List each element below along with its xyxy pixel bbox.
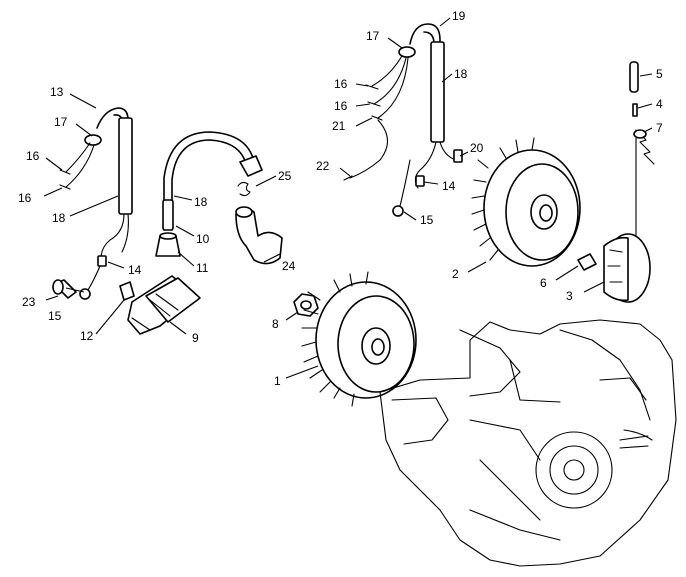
callout-11: 11 — [196, 261, 209, 275]
spark-plug-lead-18 — [155, 131, 263, 257]
spark-plug-boot-24 — [235, 181, 283, 265]
callout-16-left-upper: 16 — [26, 149, 40, 163]
callout-17-left: 17 — [54, 115, 68, 129]
callout-18-lead: 18 — [194, 195, 208, 209]
callout-20: 20 — [470, 141, 484, 155]
callout-10: 10 — [196, 232, 210, 246]
callout-2: 2 — [452, 267, 459, 281]
callout-15-right: 15 — [420, 213, 434, 227]
callout-7: 7 — [656, 121, 663, 135]
callout-12: 12 — [80, 329, 94, 343]
callout-14-right: 14 — [442, 179, 456, 193]
callout-6: 6 — [540, 276, 547, 290]
callout-18-right: 18 — [454, 67, 468, 81]
right-wire-harness — [343, 23, 463, 217]
callout-labels: 1 2 3 4 5 6 7 8 9 10 11 12 13 14 14 15 1… — [18, 9, 663, 388]
ignition-module-9 — [119, 275, 201, 335]
callout-14-left: 14 — [128, 263, 142, 277]
callout-19: 19 — [452, 9, 466, 23]
callout-15-left: 15 — [48, 309, 62, 323]
screw-6 — [577, 253, 597, 271]
callout-24: 24 — [282, 259, 296, 273]
clutch-3 — [603, 233, 651, 303]
callout-9: 9 — [192, 331, 199, 345]
left-wire-harness — [59, 107, 133, 300]
key-4 — [632, 103, 638, 117]
callout-5: 5 — [656, 67, 663, 81]
callout-16-right-lower: 16 — [334, 99, 348, 113]
callout-18-left: 18 — [52, 211, 66, 225]
callout-4: 4 — [656, 97, 663, 111]
spring-7 — [633, 129, 655, 236]
screw-23 — [52, 279, 77, 299]
callout-22: 22 — [316, 159, 330, 173]
callout-17-right: 17 — [366, 29, 380, 43]
callout-3: 3 — [566, 289, 573, 303]
callout-16-left-lower: 16 — [18, 191, 32, 205]
callout-8: 8 — [272, 317, 279, 331]
pin-5 — [629, 61, 639, 93]
nut-8 — [293, 293, 319, 317]
callout-16-right-upper: 16 — [334, 77, 348, 91]
callout-13: 13 — [50, 85, 64, 99]
flywheel-2 — [471, 137, 581, 267]
callout-23: 23 — [22, 295, 36, 309]
flywheel-1 — [301, 271, 417, 407]
callout-25: 25 — [278, 169, 292, 183]
crankcase-housing — [379, 319, 677, 567]
callout-1: 1 — [274, 374, 281, 388]
callout-21: 21 — [332, 119, 346, 133]
leader-lines — [43, 17, 653, 379]
